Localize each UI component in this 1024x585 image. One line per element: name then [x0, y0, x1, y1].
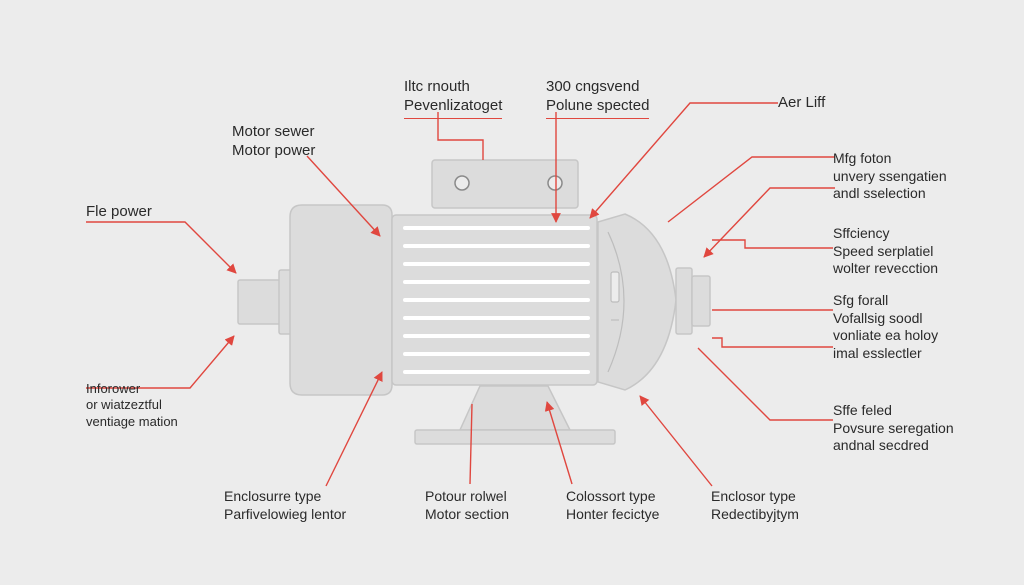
label-top-left: Iltc rnouth Pevenlizatoget [404, 78, 503, 119]
label-top-left-line1: Iltc rnouth [404, 78, 470, 95]
leader-line-colossort [544, 401, 573, 485]
label-colossort-type-line1: Colossort type [566, 488, 656, 504]
label-inforower-line1: Inforower [86, 381, 141, 396]
fan-cover-details [607, 231, 625, 373]
label-enclosor-type-line2: Redectibyjtym [711, 505, 799, 522]
label-enclosor-type-line1: Enclosor type [711, 488, 796, 504]
label-motor-power-line1: Motor sewer [232, 123, 315, 140]
label-fle-power: Fle power [86, 203, 152, 222]
leader-line-sffe-feled [697, 347, 833, 421]
label-mfg-foton-line1: Mfg foton [833, 150, 892, 166]
leader-line-enclosurre [325, 371, 383, 487]
leader-line-sfg-forall-2 [712, 337, 833, 348]
label-sfg-forall-line3: vonliate ea holoy [833, 327, 939, 343]
label-sfg-forall-line4: imal esslectler [833, 344, 922, 361]
label-potour-rolwel-line2: Motor section [425, 505, 510, 522]
label-top-left-line2: Pevenlizatoget [404, 97, 503, 119]
terminal-bolt-right [547, 175, 563, 191]
leader-line-fle-power [86, 221, 237, 274]
label-top-center-line2: Polune spected [546, 97, 650, 119]
label-enclosurre-type-line2: Parfivelowieg lentor [224, 505, 347, 522]
label-sffe-feled: Sffe feled Povsure seregation andnal sec… [833, 402, 954, 455]
label-mfg-foton: Mfg foton unvery ssengatien andl sselect… [833, 150, 947, 203]
label-potour-rolwel: Potour rolwel Motor section [425, 488, 509, 523]
leader-line-mfg-foton-2 [703, 187, 835, 258]
leader-line-potour [469, 403, 473, 485]
leader-line-inforower [86, 335, 235, 389]
label-top-right-line1: Aer Liff [778, 94, 826, 111]
fan-cover [597, 213, 677, 391]
leader-lines [86, 102, 835, 487]
label-inforower-line3: ventiage mation [86, 413, 178, 429]
rear-bearing [675, 267, 693, 335]
label-enclosor-type: Enclosor type Redectibyjtym [711, 488, 799, 523]
leader-line-top-left [437, 112, 484, 160]
label-motor-power-line2: Motor power [232, 141, 316, 159]
label-inforower-line2: or wiatzeztful [86, 397, 162, 413]
motor-shaft [237, 279, 281, 325]
label-inforower: Inforower or wiatzeztful ventiage mation [86, 381, 178, 430]
label-mfg-foton-line3: andl sselection [833, 185, 926, 201]
cooling-fins [403, 226, 590, 374]
label-sffciency: Sffciency Speed serplatiel wolter revecc… [833, 225, 938, 278]
label-colossort-type-line2: Honter fecictye [566, 505, 660, 522]
label-potour-rolwel-line1: Potour rolwel [425, 488, 507, 504]
leader-line-motor-power [306, 155, 381, 237]
label-sffciency-line3: wolter revecction [833, 260, 939, 276]
leader-line-mfg-foton [667, 156, 835, 223]
leader-line-sffciency [712, 239, 833, 249]
label-mfg-foton-line2: unvery ssengatien [833, 167, 947, 184]
terminal-bolt-left [454, 175, 470, 191]
label-sfg-forall-line2: Vofallsig soodl [833, 309, 923, 326]
label-enclosurre-type: Enclosurre type Parfivelowieg lentor [224, 488, 346, 523]
terminal-box [431, 159, 579, 209]
label-top-center: 300 cngsvend Polune spected [546, 78, 650, 119]
label-enclosurre-type-line1: Enclosurre type [224, 488, 322, 504]
label-sffciency-line1: Sffciency [833, 225, 890, 241]
label-sffe-feled-line3: andnal secdred [833, 437, 929, 453]
label-top-center-line1: 300 cngsvend [546, 78, 640, 95]
base-foot [414, 429, 616, 445]
leader-line-enclosor [639, 395, 713, 487]
label-top-right: Aer Liff [778, 94, 825, 113]
label-fle-power-line1: Fle power [86, 203, 152, 220]
leader-line-top-right [589, 102, 778, 219]
label-sffciency-line2: Speed serplatiel [833, 242, 934, 259]
front-end-cap [289, 204, 393, 396]
label-motor-power: Motor sewer Motor power [232, 123, 315, 161]
label-sfg-forall: Sfg forall Vofallsig soodl vonliate ea h… [833, 292, 938, 362]
label-sffe-feled-line2: Povsure seregation [833, 419, 954, 436]
label-colossort-type: Colossort type Honter fecictye [566, 488, 659, 523]
rear-shaft [691, 275, 711, 327]
label-sffe-feled-line1: Sffe feled [833, 402, 892, 418]
label-sfg-forall-line1: Sfg forall [833, 292, 889, 308]
